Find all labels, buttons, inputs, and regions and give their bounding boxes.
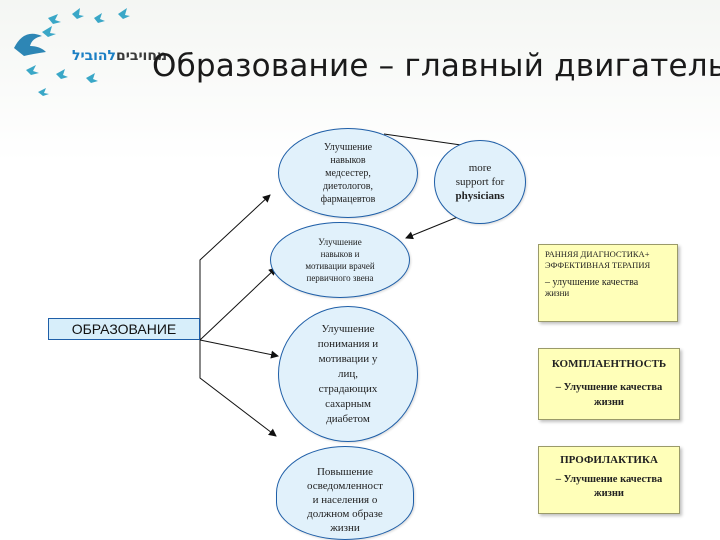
birds-icon xyxy=(14,8,130,96)
logo: מחויביםלהוביל xyxy=(6,4,167,96)
node-text-line: жизни xyxy=(330,522,360,534)
node-text-line: more xyxy=(468,162,492,174)
outcome-early-diagnosis: РАННЯЯ ДИАГНОСТИКА+ ЭФФЕКТИВНАЯ ТЕРАПИЯ … xyxy=(538,244,678,322)
outcome-sub-line: – Улучшение качества xyxy=(555,382,663,393)
node-text-line: Повышение xyxy=(316,466,374,478)
node-text-line: страдающих xyxy=(318,382,378,395)
node-text-line: медсестер, xyxy=(325,167,371,179)
node-nurses: Улучшение навыков медсестер, диетологов,… xyxy=(278,128,418,218)
node-text-line: мотивации врачей xyxy=(305,261,375,271)
outcome-sub-line: жизни xyxy=(594,488,624,499)
node-text-line: мотивации у xyxy=(318,352,378,365)
node-text-line: навыков xyxy=(330,154,366,166)
node-text-line: Улучшение xyxy=(321,322,375,335)
outcome-heading: ПРОФИЛАКТИКА xyxy=(560,454,658,466)
outcome-sub-line: – Улучшение качества xyxy=(555,474,663,485)
page-title: Образование – главный двигатель xyxy=(152,48,720,84)
node-text-line: и населения о xyxy=(312,494,378,506)
node-text-line: Улучшение xyxy=(323,141,373,153)
logo-text-part-b: מחויבים xyxy=(116,48,168,64)
node-patients: Улучшение понимания и мотивации у лиц, с… xyxy=(278,306,418,442)
node-primary-doctors: Улучшение навыков и мотивации врачей пер… xyxy=(270,222,410,298)
outcome-heading-line: РАННЯЯ ДИАГНОСТИКА+ xyxy=(545,249,650,259)
arrow-to-nurses xyxy=(199,194,271,340)
arrow-to-population xyxy=(199,340,277,437)
outcome-sub-line: жизни xyxy=(545,288,570,298)
outcome-heading: КОМПЛАЕНТНОСТЬ xyxy=(551,358,667,370)
node-text-line: physicians xyxy=(455,190,505,202)
node-text-line: навыков и xyxy=(320,249,360,259)
node-population: Повышение осведомленност и населения о д… xyxy=(276,446,414,540)
node-text-line: фармацевтов xyxy=(320,193,376,205)
outcome-sub-line: жизни xyxy=(594,397,624,408)
node-text-line: должном образе xyxy=(307,508,383,520)
node-text-line: сахарным xyxy=(325,397,371,410)
node-text-line: диабетом xyxy=(326,412,370,425)
outcome-prevention: ПРОФИЛАКТИКА – Улучшение качества жизни xyxy=(538,446,680,514)
education-box: ОБРАЗОВАНИЕ xyxy=(48,318,200,340)
node-text-line: осведомленност xyxy=(307,480,383,492)
node-text-line: понимания и xyxy=(317,337,379,350)
node-text-line: диетологов, xyxy=(322,180,374,192)
node-text-line: support for xyxy=(455,176,505,188)
node-text-line: Улучшение xyxy=(318,237,362,247)
node-text-line: лиц, xyxy=(337,367,358,380)
outcome-compliance: КОМПЛАЕНТНОСТЬ – Улучшение качества жизн… xyxy=(538,348,680,420)
node-physicians-support: more support for physicians xyxy=(434,140,526,224)
logo-text: מחויביםלהוביל xyxy=(72,48,167,64)
arrow-to-primary-doctors xyxy=(199,267,277,341)
outcome-sub-line: – улучшение качества xyxy=(545,277,639,288)
arrow-to-patients xyxy=(199,339,279,359)
logo-text-part-a: להוביל xyxy=(72,48,117,64)
outcome-heading-line: ЭФФЕКТИВНАЯ ТЕРАПИЯ xyxy=(545,260,651,270)
node-text-line: первичного звена xyxy=(306,273,374,283)
